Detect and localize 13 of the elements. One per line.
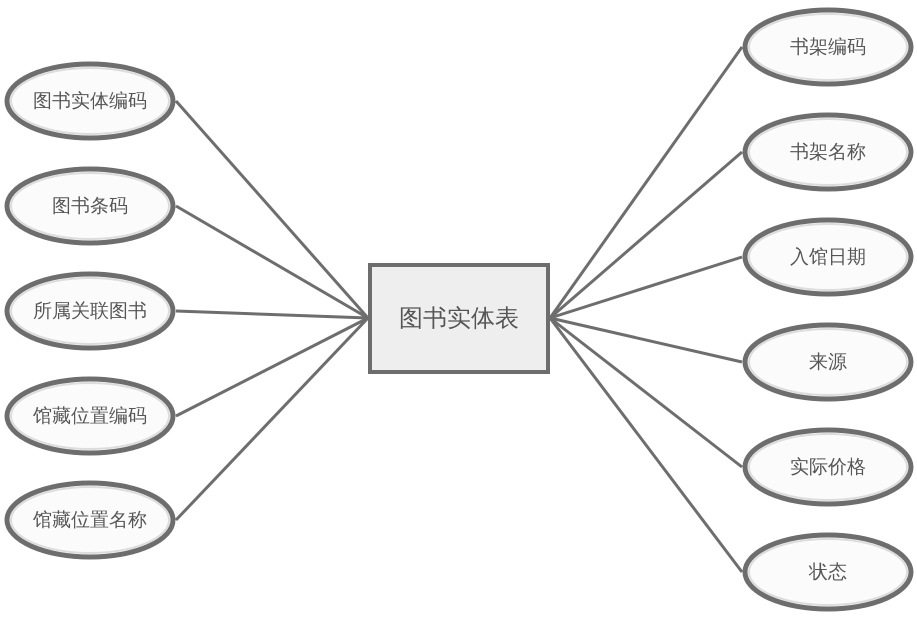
attribute-ellipse: 实际价格 (742, 427, 914, 507)
attribute-ellipse: 所属关联图书 (4, 271, 176, 351)
attribute-ellipse: 馆藏位置编码 (4, 376, 176, 456)
attribute-ellipse: 图书条码 (4, 166, 176, 246)
entity-box: 图书实体表 (368, 262, 550, 374)
attribute-ellipse: 图书实体编码 (4, 61, 176, 141)
connector-line (174, 100, 370, 319)
attribute-ellipse: 来源 (742, 322, 914, 402)
attribute-ellipse: 书架名称 (742, 112, 914, 192)
attribute-ellipse: 入馆日期 (742, 217, 914, 297)
attribute-ellipse: 书架编码 (742, 7, 914, 87)
attribute-ellipse: 状态 (742, 532, 914, 612)
attribute-ellipse: 馆藏位置名称 (4, 480, 176, 560)
